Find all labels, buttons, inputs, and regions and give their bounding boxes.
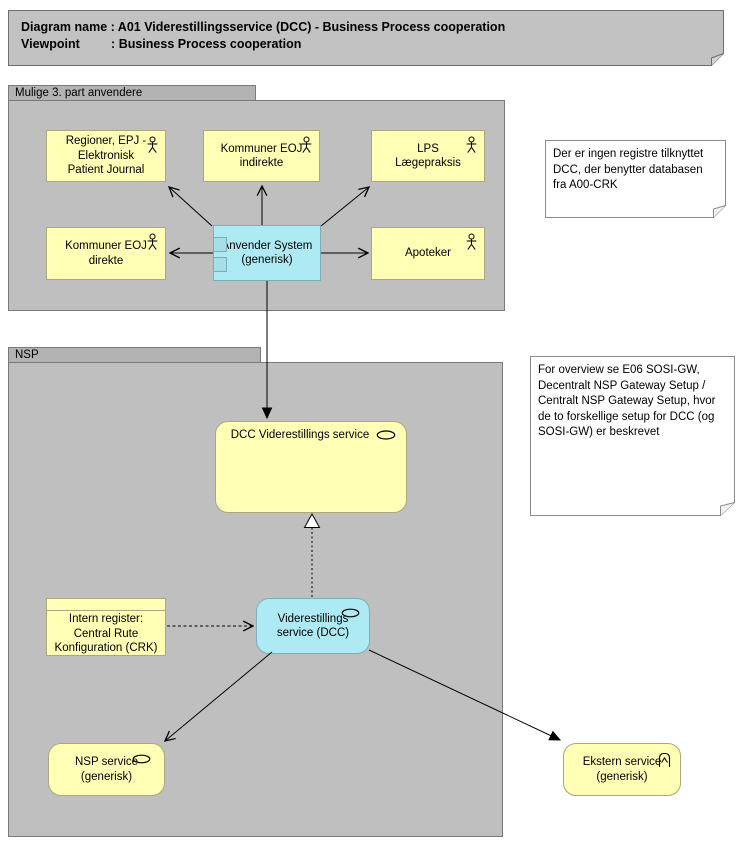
- node-label: Kommuner EOJ direkte: [65, 240, 147, 267]
- service-icon: [132, 754, 151, 764]
- node-label: Regioner, EPJ - Elektronisk Patient Jour…: [65, 135, 147, 177]
- node-label: Ekstern service (generisk): [582, 756, 662, 783]
- note-overview: For overview se E06 SOSI-GW, Decentralt …: [530, 356, 735, 516]
- node-kommuner-eoj-direkte: Kommuner EOJ direkte: [46, 227, 166, 280]
- group-nsp-tab: NSP: [8, 347, 261, 363]
- group-third-party-label: Mulige 3. part anvendere: [15, 87, 143, 99]
- node-label: Viderestillings service (DCC): [276, 612, 350, 640]
- group-third-party-tab: Mulige 3. part anvendere: [8, 85, 256, 101]
- node-label: DCC Viderestillings service: [230, 429, 370, 441]
- node-label: Anvender System (generisk): [221, 239, 313, 267]
- node-label: Intern register: Central Rute Konfigurat…: [54, 613, 158, 654]
- title-line-2: Viewpoint : Business Process cooperation: [21, 37, 302, 51]
- note-outline: [530, 356, 735, 516]
- note-crk: Der er ingen registre tilknyttet DCC, de…: [545, 140, 726, 218]
- external-service-chevron-icon: [657, 751, 672, 768]
- note-outline: [8, 10, 724, 66]
- group-nsp-label: NSP: [15, 349, 39, 361]
- node-anvender-system: Anvender System (generisk): [213, 225, 321, 281]
- service-icon: [341, 608, 360, 618]
- node-label: Apoteker: [404, 247, 452, 260]
- node-label: LPS Lægepraksis: [395, 142, 461, 170]
- actor-icon: [146, 136, 159, 154]
- note-outline: [545, 140, 726, 218]
- diagram-title-note: Diagram name : A01 Viderestillingsservic…: [8, 10, 724, 66]
- node-lps-laegepraksis: LPS Lægepraksis: [371, 130, 485, 182]
- node-kommuner-eoj-indirekte: Kommuner EOJ indirekte: [203, 130, 320, 182]
- node-regioner-epj: Regioner, EPJ - Elektronisk Patient Jour…: [46, 130, 166, 182]
- actor-icon: [465, 233, 478, 251]
- title-line-1: Diagram name : A01 Viderestillingsservic…: [21, 20, 506, 34]
- node-viderestillings-service-dcc: Viderestillings service (DCC): [256, 598, 370, 654]
- actor-icon: [146, 233, 159, 251]
- service-icon: [376, 430, 396, 440]
- component-icon: [214, 257, 227, 272]
- node-ekstern-service: Ekstern service (generisk): [563, 743, 681, 796]
- node-label: Kommuner EOJ indirekte: [220, 142, 303, 170]
- component-icon: [214, 237, 227, 252]
- node-apoteker: Apoteker: [371, 227, 485, 280]
- node-label: NSP service (generisk): [74, 756, 139, 783]
- node-intern-register: Intern register: Central Rute Konfigurat…: [46, 598, 166, 656]
- note-overview-text: For overview se E06 SOSI-GW, Decentralt …: [538, 364, 719, 438]
- note-crk-text: Der er ingen registre tilknyttet DCC, de…: [553, 148, 707, 191]
- node-dcc-viderestillings-service: DCC Viderestillings service: [215, 421, 407, 513]
- data-object-header: [47, 599, 165, 611]
- actor-icon: [300, 136, 313, 154]
- actor-icon: [465, 136, 478, 154]
- diagram-title: Diagram name : A01 Viderestillingsservic…: [8, 10, 724, 66]
- node-nsp-service: NSP service (generisk): [48, 743, 165, 796]
